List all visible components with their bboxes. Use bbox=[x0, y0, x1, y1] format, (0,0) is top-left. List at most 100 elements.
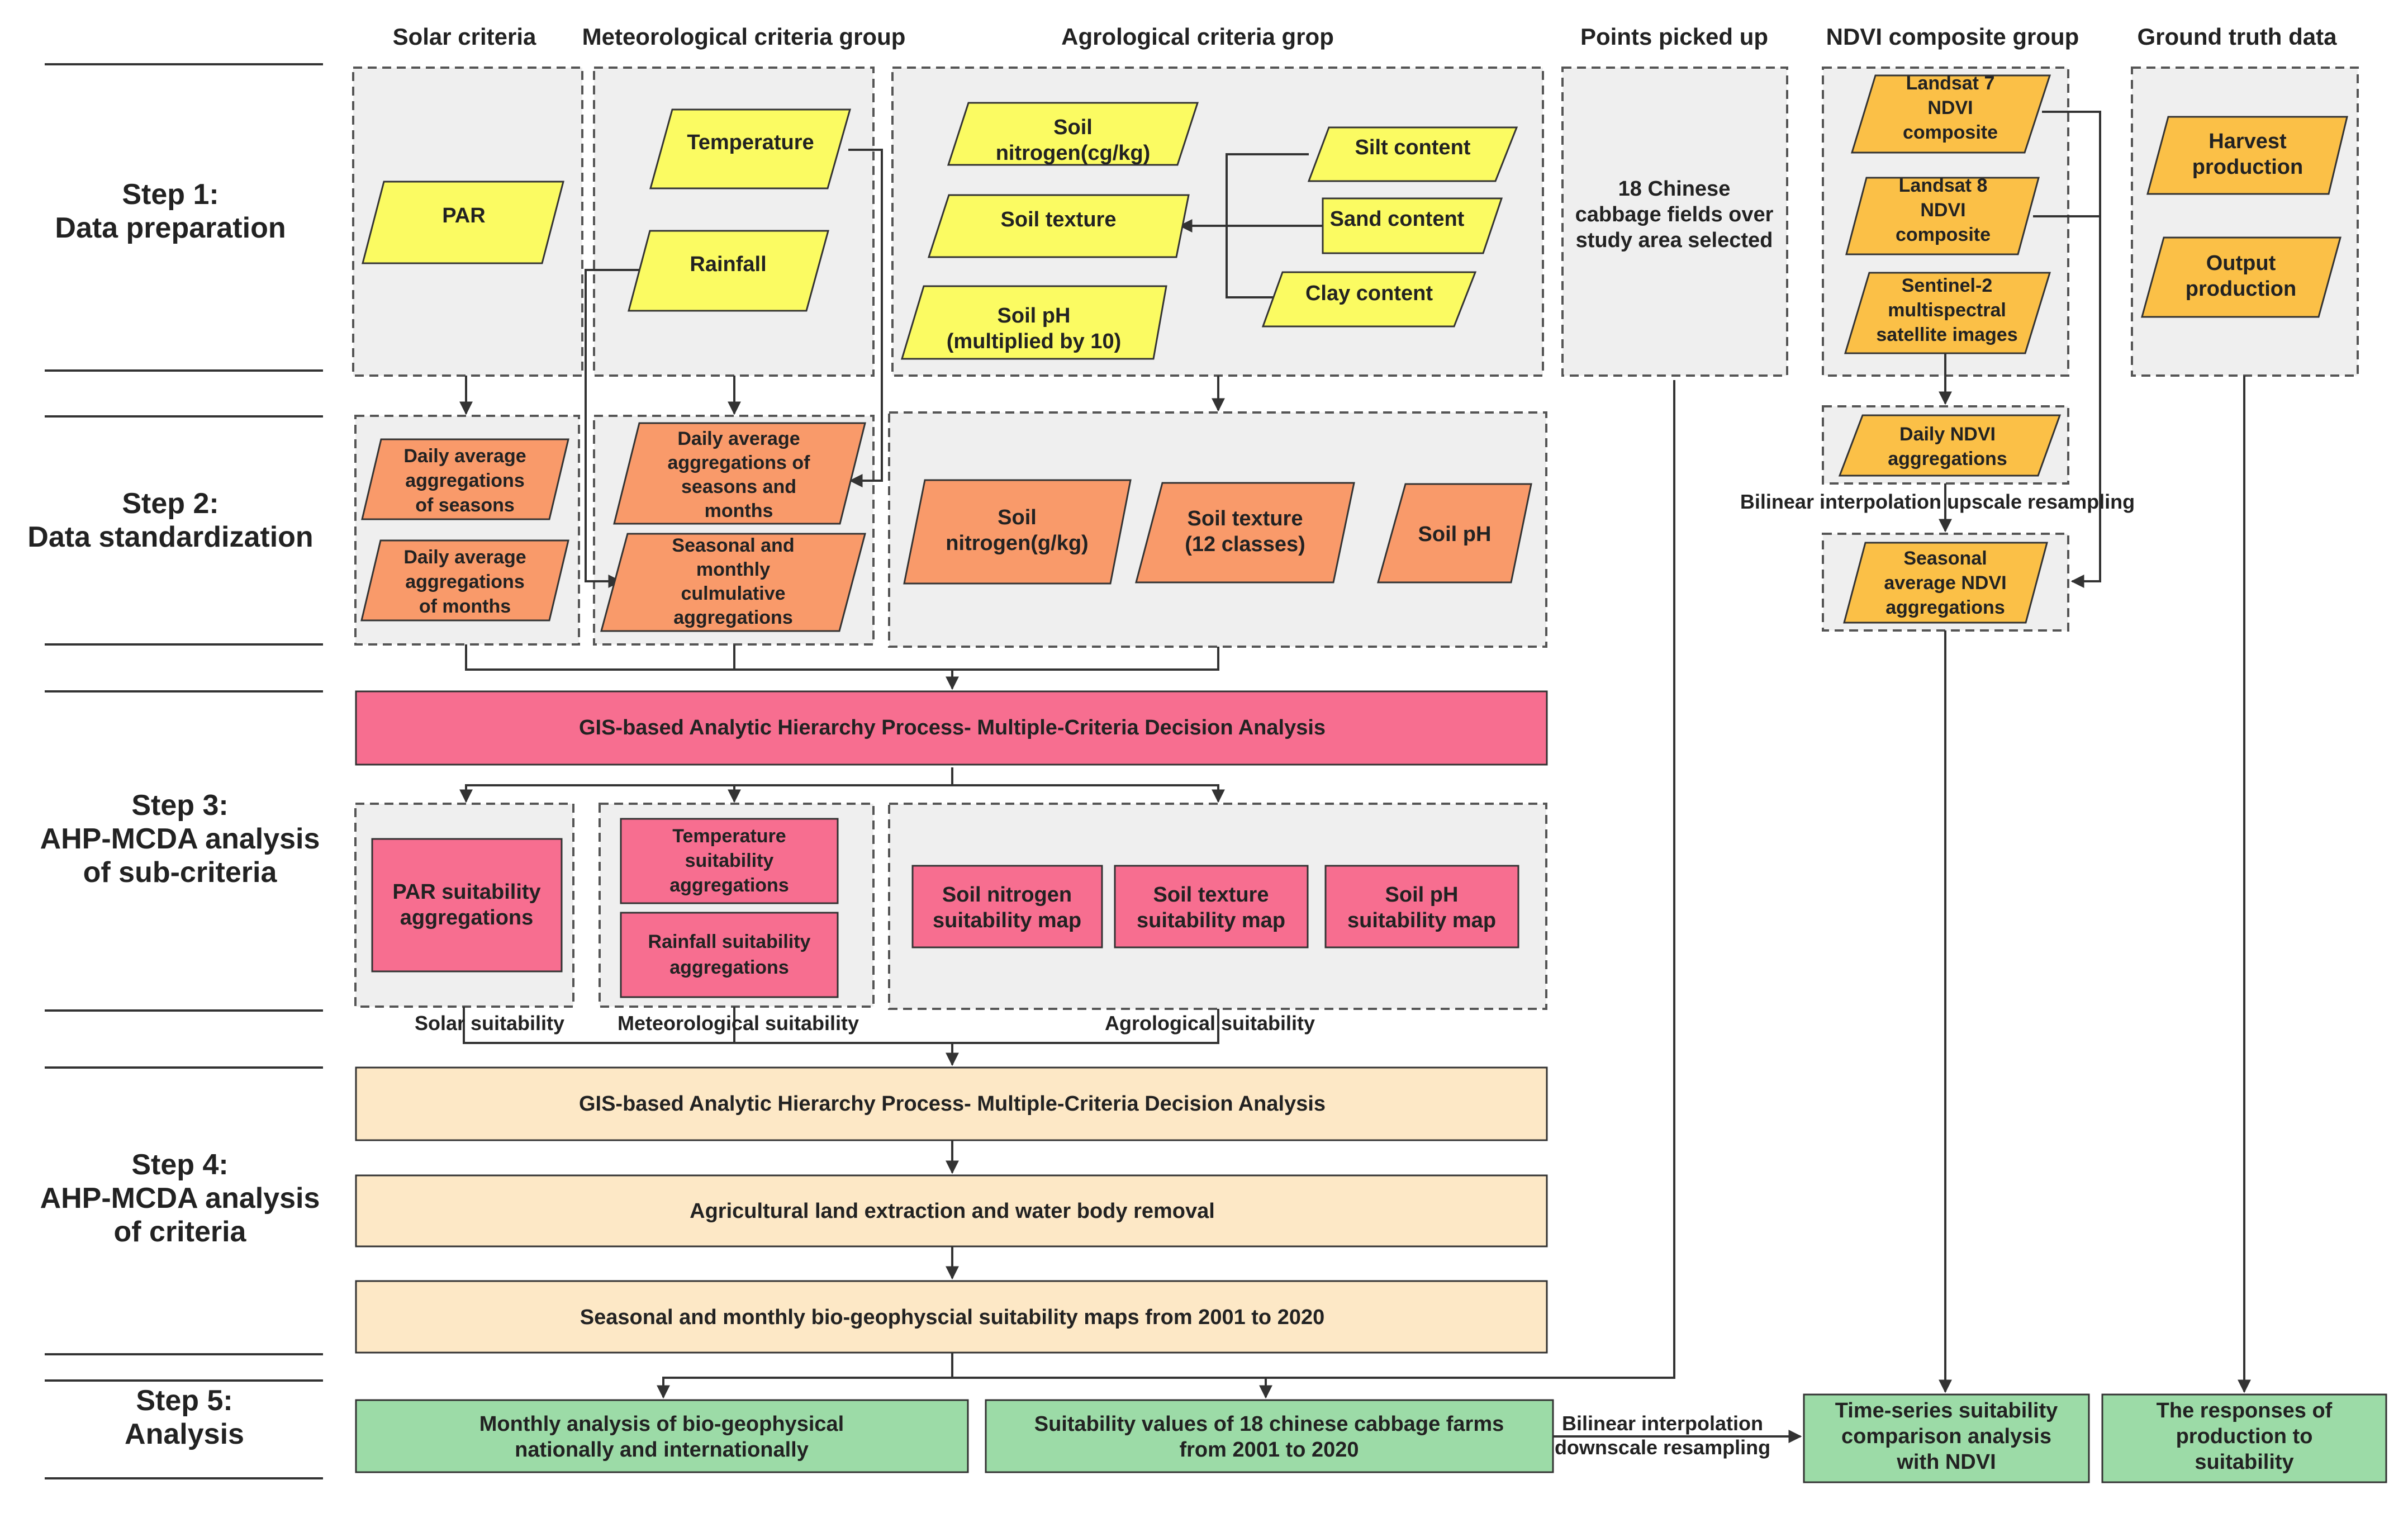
rainfall-suitability-text: Rainfall suitability aggregations bbox=[648, 931, 811, 978]
agrological-suitability-label: Agrological suitability bbox=[1105, 1012, 1315, 1035]
clay-content-text: Clay content bbox=[1305, 282, 1433, 305]
daily-ndvi-text-line: aggregations bbox=[1888, 448, 2007, 469]
suitability-values-text-line: Suitability values of 18 chinese cabbage… bbox=[1034, 1412, 1504, 1436]
rainfall-suitability-node bbox=[620, 912, 839, 998]
suitability-maps-text: Seasonal and monthly bio-geophyscial sui… bbox=[580, 1306, 1325, 1329]
par-text: PAR bbox=[442, 204, 485, 227]
rainfall-suitability-text-line: Rainfall suitability bbox=[648, 931, 811, 952]
daily-meteo-text-line: Daily average bbox=[677, 428, 800, 449]
soil-nitrogen-cg-node bbox=[947, 102, 1199, 166]
monthly-analysis-text-line: Monthly analysis of bio-geophysical bbox=[479, 1412, 844, 1436]
soil-nitrogen-suitability-text-line: suitability map bbox=[933, 909, 1081, 932]
step-4-label-line: AHP-MCDA analysis bbox=[40, 1182, 320, 1215]
bilinear-downscale-label-line: Bilinear interpolation bbox=[1562, 1412, 1763, 1435]
soil-ph-node bbox=[1377, 483, 1532, 584]
soil-nitrogen-g-text-line: Soil bbox=[998, 506, 1037, 529]
sand-content-text: Sand content bbox=[1330, 207, 1465, 231]
bilinear-upscale-label: Bilinear interpolation upscale resamplin… bbox=[1740, 490, 2135, 513]
responses-text-line: production to bbox=[2176, 1425, 2313, 1448]
suitability-values-node bbox=[985, 1399, 1554, 1473]
daily-meteo-text-line: aggregations of bbox=[667, 452, 810, 473]
seasonal-ndvi-text-line: aggregations bbox=[1885, 597, 2005, 618]
soil-texture-suitability-node bbox=[1114, 865, 1309, 948]
suitability-maps-text-line: Seasonal and monthly bio-geophyscial sui… bbox=[580, 1306, 1325, 1329]
step-2-label: Step 2:Data standardization bbox=[27, 487, 313, 553]
responses-text-line: suitability bbox=[2195, 1450, 2293, 1474]
soil-nitrogen-g-node bbox=[903, 479, 1132, 585]
step-5-label: Step 5:Analysis bbox=[125, 1384, 244, 1450]
step4-nodes: GIS-based Analytic Hierarchy Process- Mu… bbox=[355, 1066, 1548, 1354]
seasonal-cumulative-node bbox=[600, 533, 866, 632]
step-3-label-line: AHP-MCDA analysis bbox=[40, 823, 320, 855]
ts-comparison-text-line: Time-series suitability bbox=[1835, 1399, 2058, 1422]
suitability-values-text-line: from 2001 to 2020 bbox=[1179, 1438, 1359, 1462]
soil-ph-raw-text-line: Soil pH bbox=[998, 304, 1071, 328]
seasonal-ndvi-text-line: average NDVI bbox=[1884, 572, 2006, 594]
soil-texture-suitability-text-line: suitability map bbox=[1137, 909, 1285, 932]
daily-meteo-text-line: seasons and bbox=[681, 476, 796, 497]
daily-months-text-line: aggregations bbox=[405, 571, 524, 592]
soil-texture-12-text-line: (12 classes) bbox=[1185, 533, 1305, 556]
agri-extraction-node bbox=[355, 1174, 1548, 1248]
harvest-production-text-line: Harvest bbox=[2208, 130, 2287, 153]
seasonal-cumulative-text-line: monthly bbox=[696, 559, 770, 580]
soil-nitrogen-g-text: Soil nitrogen(g/kg) bbox=[946, 506, 1088, 555]
par-suitability-node bbox=[371, 838, 563, 973]
gis-ahp-mcda-1-node bbox=[355, 690, 1548, 766]
landsat7-text-line: composite bbox=[1903, 122, 1998, 143]
column-headers: Solar criteria Meteorological criteria g… bbox=[393, 23, 2338, 50]
rainfall-text: Rainfall bbox=[690, 253, 766, 276]
points-picked-text-line: 18 Chinese bbox=[1618, 177, 1731, 201]
responses-node bbox=[2101, 1393, 2387, 1483]
ts-comparison-text-line: comparison analysis bbox=[1841, 1425, 2051, 1448]
soil-nitrogen-cg-text-line: Soil bbox=[1053, 116, 1093, 139]
step-1-label: Step 1:Data preparation bbox=[55, 178, 286, 244]
monthly-analysis-node bbox=[355, 1399, 969, 1473]
seasonal-cumulative-text-line: culmulative bbox=[681, 583, 785, 604]
temperature-text-line: Temperature bbox=[687, 131, 814, 154]
solar-suitability-label: Solar suitability bbox=[415, 1012, 564, 1035]
step-2-label-line: Step 2: bbox=[122, 487, 219, 520]
soil-ph-raw-text: Soil pH(multiplied by 10) bbox=[947, 304, 1121, 353]
agri-extraction-text: Agricultural land extraction and water b… bbox=[690, 1199, 1215, 1223]
daily-months-text-line: of months bbox=[419, 596, 511, 617]
soil-ph-suitability-node bbox=[1324, 865, 1519, 948]
gis-ahp-mcda-2-text: GIS-based Analytic Hierarchy Process- Mu… bbox=[579, 1092, 1326, 1116]
points-picked-text-line: study area selected bbox=[1576, 229, 1773, 252]
step-1-label-line: Data preparation bbox=[55, 212, 286, 244]
landsat7-text-line: Landsat 7 bbox=[1906, 73, 1995, 94]
header-points: Points picked up bbox=[1580, 23, 1768, 50]
header-solar: Solar criteria bbox=[393, 23, 536, 50]
step-5-label-line: Step 5: bbox=[136, 1384, 232, 1417]
silt-content-text: Silt content bbox=[1355, 136, 1471, 159]
output-production-text-line: Output bbox=[2206, 252, 2276, 275]
daily-seasons-text-line: aggregations bbox=[405, 470, 524, 491]
landsat8-node bbox=[1845, 177, 2040, 255]
rainfall-suitability-text-line: aggregations bbox=[669, 957, 789, 978]
monthly-analysis-text-line: nationally and internationally bbox=[515, 1438, 809, 1462]
gis-ahp-mcda-1-text-line: GIS-based Analytic Hierarchy Process- Mu… bbox=[579, 716, 1326, 739]
step-3-label-line: of sub-criteria bbox=[83, 856, 278, 889]
step-5-label-line: Analysis bbox=[125, 1418, 244, 1450]
clay-content-node bbox=[1261, 271, 1477, 328]
agri-extraction-text-line: Agricultural land extraction and water b… bbox=[690, 1199, 1215, 1223]
temperature-node bbox=[649, 108, 851, 189]
soil-texture-12-text: Soil texture(12 classes) bbox=[1185, 507, 1305, 556]
soil-nitrogen-g-text-line: nitrogen(g/kg) bbox=[946, 532, 1088, 555]
soil-texture-text: Soil texture bbox=[1001, 208, 1117, 231]
seasonal-cumulative-text-line: aggregations bbox=[673, 607, 792, 628]
